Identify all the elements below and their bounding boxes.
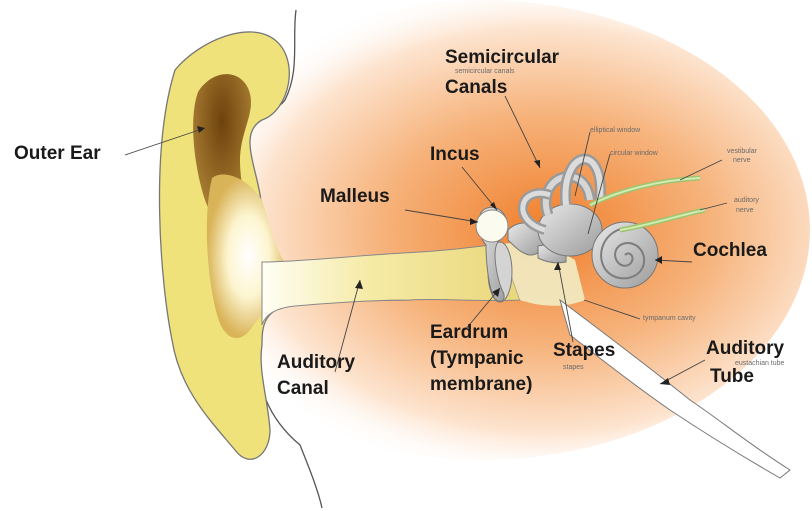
label-auditory-canal-line2: Canal [277, 378, 329, 400]
sublabel-eustachian-tube: eustachian tube [735, 360, 784, 368]
sublabel-semicircular: semicircular canals [455, 68, 515, 76]
label-auditory-canal-line1: Auditory [277, 352, 355, 374]
malleus-head [476, 210, 508, 242]
sublabel-circular-window: circular window [610, 150, 658, 158]
label-eardrum-line2: (Tympanic [430, 348, 524, 370]
label-auditory-tube-line2: Tube [710, 366, 754, 388]
label-auditory-tube-line1: Auditory [706, 338, 784, 360]
sublabel-vestibular-1: vestibular [727, 148, 757, 156]
label-eardrum-line3: membrane) [430, 374, 532, 396]
sublabel-vestibular-2: nerve [733, 157, 751, 165]
sublabel-tympanum-cavity: tympanum cavity [643, 315, 696, 323]
label-semicircular-line2: Canals [445, 77, 507, 99]
label-incus: Incus [430, 144, 480, 166]
sublabel-stapes: stapes [563, 364, 584, 372]
label-semicircular-line1: Semicircular [445, 47, 559, 69]
sublabel-elliptical-window: elliptical window [590, 127, 640, 135]
label-eardrum-line1: Eardrum [430, 322, 508, 344]
sublabel-auditory-nerve-2: nerve [736, 207, 754, 215]
label-cochlea: Cochlea [693, 240, 767, 262]
sublabel-auditory-nerve-1: auditory [734, 197, 759, 205]
label-malleus: Malleus [320, 186, 390, 208]
label-stapes: Stapes [553, 340, 615, 362]
label-outer-ear: Outer Ear [14, 143, 101, 165]
